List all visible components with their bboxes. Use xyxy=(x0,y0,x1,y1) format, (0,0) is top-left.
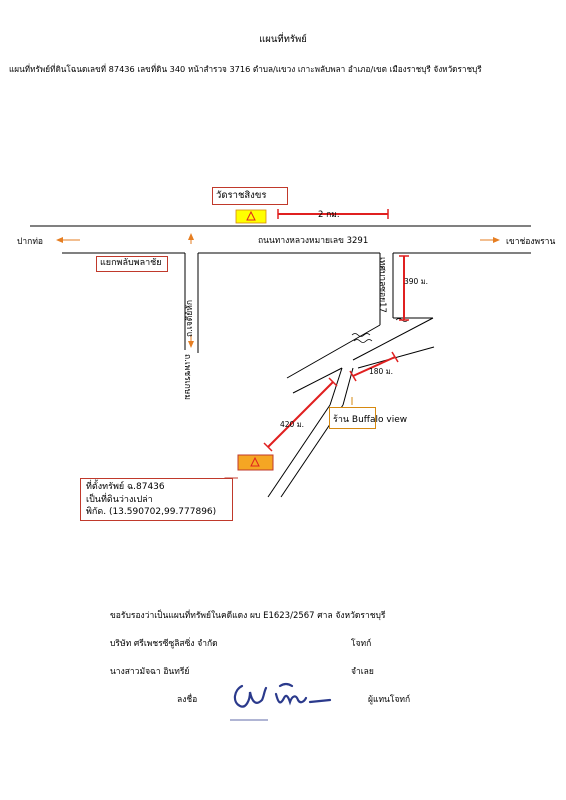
arrow-khaochong-head xyxy=(493,237,500,243)
wave-mark-2 xyxy=(353,339,373,343)
road-phetkasem-label: ถ.เพชรเกษม xyxy=(182,354,192,400)
defendant-name: นางสาวมัจฉา อินทรีย์ xyxy=(110,667,190,677)
highway-label: ถนนทางหลวงหมายเลข 3291 xyxy=(258,236,369,246)
temple-label-box: วัดราชสิงขร xyxy=(212,187,288,205)
signature-image xyxy=(230,682,332,721)
certify-text: ขอรับรองว่าเป็นแผนที่ทรัพย์ในคดีแดง ผบ E… xyxy=(110,611,386,621)
representative-label: ผู้แทนโจทก์ xyxy=(368,695,411,705)
dist-420-cap-r xyxy=(328,377,338,387)
pak-tho-label: ปากท่อ xyxy=(17,237,44,247)
khao-chong-phran-label: เขาช่องพราน xyxy=(506,237,556,247)
property-plot xyxy=(237,454,274,471)
arrow-up-head xyxy=(188,233,194,240)
road-cheditak-label: ถ.เจดีย์หัก xyxy=(185,300,195,337)
temple-building xyxy=(235,209,267,224)
wave-mark-1 xyxy=(351,333,371,337)
company-name: บริษัท ศรีเพชรซีซูลิสซิ่ง จำกัด xyxy=(110,639,218,649)
distance-180-label: 180 ม. xyxy=(369,367,394,376)
property-info-box: ที่ตั้งทรัพย์ ฉ.87436 เป็นที่ดินว่างเปล่… xyxy=(80,478,233,521)
shop-label: ร้าน Buffalo view xyxy=(333,415,408,425)
temple-marker xyxy=(246,210,256,221)
dist-180-cap-r xyxy=(391,351,399,363)
page-subtitle: แผนที่ทรัพย์ที่ดินโฉนดเลขที่ 87436 เลขที… xyxy=(9,64,482,74)
junction-label-box: แยกพลับพลาชัย xyxy=(96,256,168,272)
page-title: แผนที่ทรัพย์ xyxy=(259,34,307,45)
distance-2km-label: 2 กม. xyxy=(318,210,340,220)
shop-label-box xyxy=(329,407,376,429)
property-status: เป็นที่ดินว่างเปล่า xyxy=(86,494,153,505)
diag-road-3 xyxy=(352,317,434,361)
plaintiff-label: โจทก์ xyxy=(351,639,372,649)
soi17-label: เทศบาลซอย17 xyxy=(377,257,387,313)
distance-420-label: 420 ม. xyxy=(280,420,305,429)
defendant-label: จำเลย xyxy=(351,667,374,677)
property-deed: ที่ตั้งทรัพย์ ฉ.87436 xyxy=(86,482,165,492)
dist-180-line xyxy=(352,356,396,377)
dist-420-line xyxy=(267,381,334,448)
side-road-a xyxy=(329,367,343,406)
property-coordinates: พิกัด. (13.590702,99.777896) xyxy=(86,507,217,517)
temple-label: วัดราชสิงขร xyxy=(216,190,267,201)
long-road-left xyxy=(267,404,331,498)
property-marker xyxy=(250,456,260,467)
diag-road-4 xyxy=(292,367,343,394)
arrow-pakto-head xyxy=(56,237,63,243)
junction-label: แยกพลับพลาชัย xyxy=(100,258,162,268)
diag-road-1 xyxy=(286,324,381,379)
dist-180-cap-l xyxy=(349,370,357,382)
sign-label: ลงชื่อ xyxy=(177,695,198,705)
arrow-down-head xyxy=(188,341,194,348)
dist-420-cap-l xyxy=(263,442,273,452)
distance-390-label: 390 ม. xyxy=(404,277,429,286)
